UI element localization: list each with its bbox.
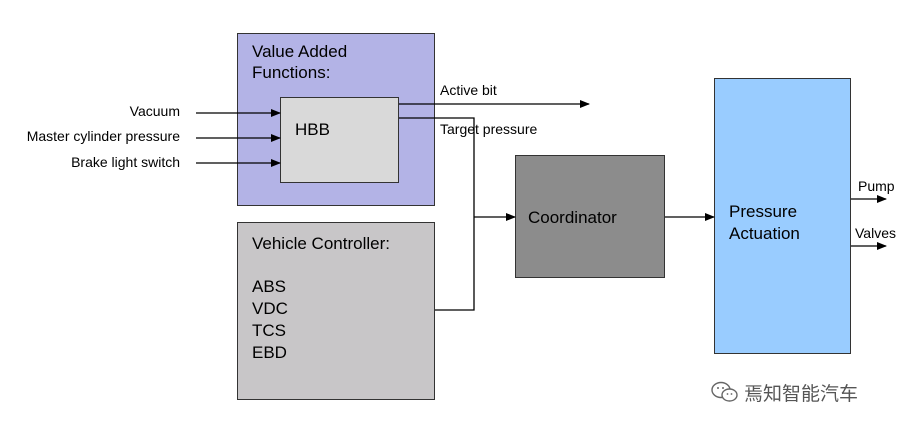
hbb-box <box>280 97 399 183</box>
output-label-pump: Pump <box>858 178 895 194</box>
watermark-text: 焉知智能汽车 <box>744 383 859 405</box>
wechat-icon <box>711 381 738 402</box>
pressure-actuation-line2: Actuation <box>729 224 800 243</box>
vehicle-controller-list: ABS VDC TCS EBD <box>252 276 288 364</box>
coordinator-box <box>515 155 665 278</box>
pressure-actuation-line1: Pressure <box>729 202 798 221</box>
value-added-title-line1: Value Added <box>252 42 348 61</box>
active-bit-label: Active bit <box>440 82 497 98</box>
vehicle-controller-item-abs: ABS <box>252 277 287 296</box>
input-label-brake-light-switch: Brake light switch <box>71 154 180 170</box>
vehicle-controller-item-vdc: VDC <box>252 299 288 318</box>
hbb-label: HBB <box>295 120 330 139</box>
input-label-master-cylinder-pressure: Master cylinder pressure <box>26 128 180 144</box>
target-pressure-label: Target pressure <box>440 121 538 137</box>
output-label-valves: Valves <box>855 225 896 241</box>
target-pressure-line <box>399 117 475 217</box>
input-label-vacuum: Vacuum <box>129 103 180 119</box>
vehicle-controller-line <box>435 217 475 311</box>
vehicle-controller-item-ebd: EBD <box>252 343 287 362</box>
value-added-title-line2: Functions: <box>252 63 331 82</box>
vehicle-controller-title: Vehicle Controller: <box>252 234 390 253</box>
vehicle-controller-item-tcs: TCS <box>252 321 286 340</box>
coordinator-label: Coordinator <box>528 208 617 227</box>
vehicle-controller-box <box>237 222 435 400</box>
